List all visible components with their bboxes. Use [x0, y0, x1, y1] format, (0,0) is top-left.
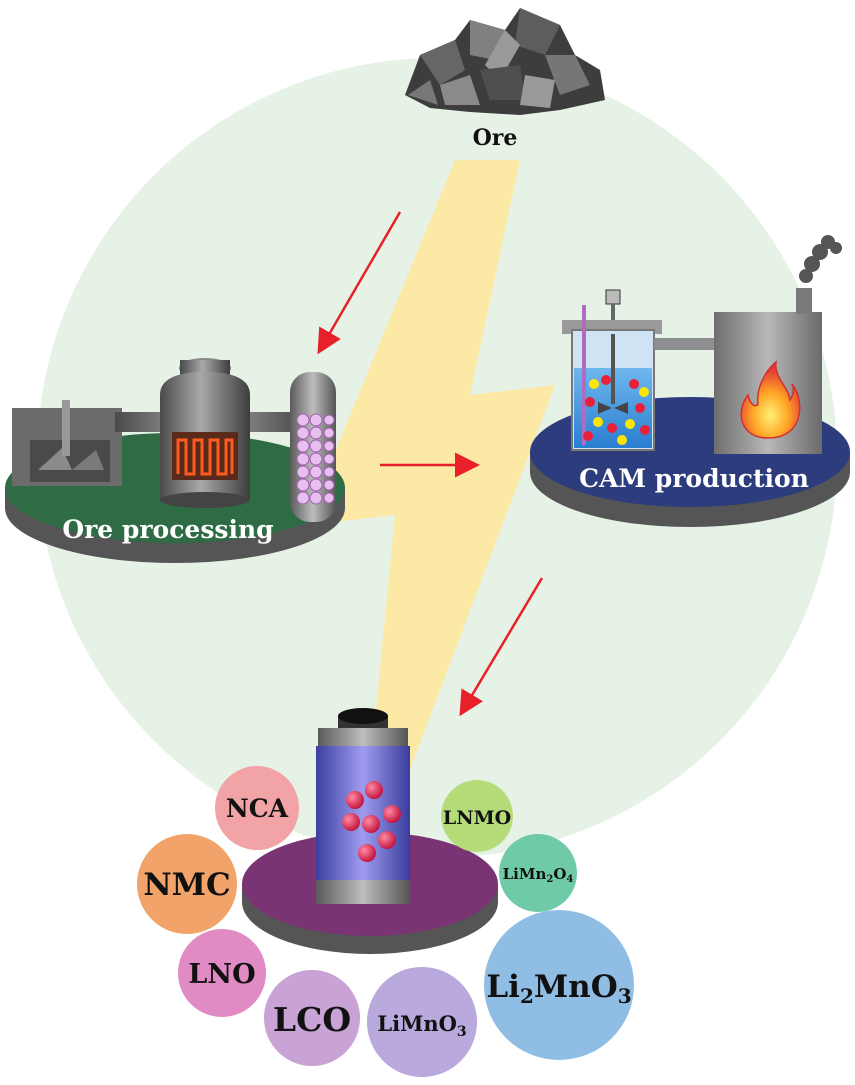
svg-text:Li2MnO3: Li2MnO3 — [486, 969, 631, 1008]
svg-text:LCO: LCO — [273, 1000, 351, 1039]
material-li2mno3: Li2MnO3 — [484, 910, 634, 1060]
material-limno3: LiMnO3 — [367, 967, 477, 1077]
reactor-particles — [583, 375, 650, 445]
svg-text:NMC: NMC — [143, 867, 230, 903]
material-lco: LCO — [264, 970, 360, 1066]
material-lnmo: LNMO — [441, 780, 513, 852]
ore-processing-label: Ore processing — [62, 515, 273, 544]
svg-text:NCA: NCA — [226, 794, 289, 823]
svg-text:LiMn2O4: LiMn2O4 — [503, 865, 574, 885]
svg-text:LNO: LNO — [188, 959, 255, 990]
svg-text:LiMnO3: LiMnO3 — [377, 1011, 466, 1040]
battery-particles — [342, 781, 401, 862]
ore-pile-icon — [405, 8, 605, 115]
cam-production-station — [530, 235, 850, 527]
cam-production-label: CAM production — [579, 464, 809, 493]
battery-station — [242, 708, 498, 954]
arrow-cam-to-battery — [459, 577, 544, 717]
material-nmc: NMC — [137, 834, 237, 934]
arrow-ore-to-processing — [317, 211, 402, 355]
ore-label: Ore — [473, 125, 518, 151]
ore-processing-station — [5, 358, 345, 563]
svg-text:LNMO: LNMO — [443, 807, 511, 829]
material-nca: NCA — [215, 766, 299, 850]
material-limn2o4: LiMn2O4 — [499, 834, 577, 912]
smoke-icon — [799, 235, 842, 283]
material-lno: LNO — [178, 929, 266, 1017]
fire-icon — [740, 360, 801, 439]
